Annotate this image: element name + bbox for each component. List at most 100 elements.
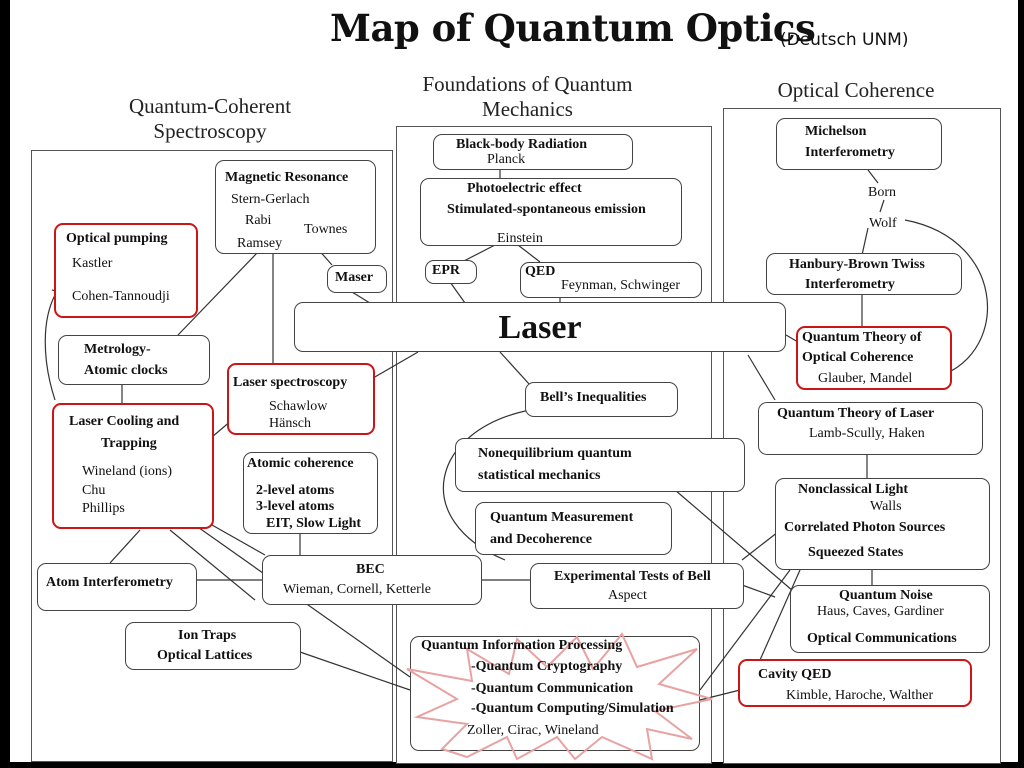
planck-label: Planck [487, 152, 526, 167]
column-heading-foundations: Foundations of Quantum Mechanics [422, 72, 633, 121]
blackbody-box: Black-body Radiation Planck [433, 134, 633, 170]
starburst-icon [406, 632, 713, 761]
qip-computing: -Quantum Computing/Simulation [471, 701, 674, 716]
nonequilibrium-line2: statistical mechanics [478, 468, 601, 483]
nonequilibrium-box: Nonequilibrium quantum statistical mecha… [455, 438, 745, 492]
quantum-measurement-line2: and Decoherence [490, 532, 592, 547]
bell-inequalities-label: Bell’s Inequalities [540, 390, 647, 405]
two-level-label: 2-level atoms [256, 483, 335, 498]
credit-label: (Deutsch UNM) [780, 30, 909, 50]
column-heading-coherence: Optical Coherence [777, 78, 935, 102]
nonequilibrium-line1: Nonequilibrium quantum [478, 446, 632, 461]
squeezed-states-label: Squeezed States [808, 545, 904, 560]
ion-traps-line2: Optical Lattices [157, 648, 253, 663]
maser-box: Maser [327, 265, 387, 293]
iontraps-qip-link [299, 651, 411, 691]
blackbody-title: Black-body Radiation [456, 137, 588, 152]
metrology-line2: Atomic clocks [84, 363, 168, 378]
qip-title: Quantum Information Processing [421, 638, 623, 653]
wolf-hbt-link [861, 227, 869, 256]
ion-traps-box: Ion Traps Optical Lattices [125, 622, 301, 670]
qtoc-names: Glauber, Mandel [818, 371, 913, 386]
rabi-label: Rabi [245, 213, 272, 228]
bell-arc [442, 409, 531, 561]
laser-cooling-box: Laser Cooling and Trapping Wineland (ion… [52, 403, 214, 529]
atom-interferometry-box: Atom Interferometry [37, 563, 197, 611]
bec-title: BEC [356, 562, 385, 577]
laser-spectroscopy-box: Laser spectroscopy Schawlow Hänsch [227, 363, 375, 435]
aspect-label: Aspect [608, 588, 647, 603]
born-wolf-link [879, 199, 885, 213]
bottom-edge-bar [0, 762, 1024, 768]
qtl-title: Quantum Theory of Laser [777, 406, 935, 421]
kastler-label: Kastler [72, 256, 113, 271]
michelson-box: Michelson Interferometry [776, 118, 942, 170]
qed-box: QED Feynman, Schwinger [520, 262, 702, 298]
bell-tests-box: Experimental Tests of Bell Aspect [530, 563, 744, 609]
belltests-noise-link [741, 584, 776, 598]
wolf-label: Wolf [869, 216, 897, 231]
atomic-coherence-box: Atomic coherence 2-level atoms 3-level a… [243, 452, 378, 534]
magnetic-resonance-title: Magnetic Resonance [225, 170, 349, 185]
ramsey-label: Ramsey [237, 236, 283, 251]
bec-box: BEC Wieman, Cornell, Ketterle [262, 555, 482, 605]
hbt-line1: Hanbury-Brown Twiss [789, 257, 925, 272]
noneq-noise-link [674, 489, 801, 598]
correlated-sources-label: Correlated Photon Sources [784, 520, 946, 535]
optical-pumping-title: Optical pumping [66, 231, 168, 246]
einstein-label: Einstein [497, 231, 543, 246]
quantum-noise-names: Haus, Caves, Gardiner [817, 604, 944, 619]
cavity-qed-box: Cavity QED Kimble, Haroche, Walther [738, 659, 972, 707]
chu-label: Chu [82, 483, 106, 498]
epr-label: EPR [432, 263, 460, 278]
michelson-line1: Michelson [805, 124, 867, 139]
laser-box: Laser [294, 302, 786, 352]
qip-names: Zoller, Cirac, Wineland [467, 723, 599, 738]
maser-label: Maser [335, 270, 374, 285]
mr-metrology-link [177, 251, 259, 336]
hbt-box: Hanbury-Brown Twiss Interferometry [766, 253, 962, 295]
metrology-line1: Metrology- [84, 342, 151, 357]
michelson-line2: Interferometry [805, 145, 895, 160]
atom-interferometry-label: Atom Interferometry [46, 575, 173, 590]
laser-cooling-line2: Trapping [101, 436, 157, 451]
hansch-label: Hänsch [269, 416, 311, 431]
michelson-born-link [867, 169, 879, 184]
photoelectric-line1: Photoelectric effect [467, 181, 582, 196]
qtl-names: Lamb-Scully, Haken [809, 426, 925, 441]
laser-spectroscopy-title: Laser spectroscopy [233, 375, 348, 390]
optpump-cooling-arc [44, 294, 56, 401]
bec-names: Wieman, Cornell, Ketterle [283, 582, 431, 597]
right-edge-bar [1018, 0, 1024, 768]
ion-traps-line1: Ion Traps [178, 628, 237, 643]
cooling-bec-link [211, 524, 266, 556]
bell-inequalities-box: Bell’s Inequalities [525, 382, 678, 417]
slide-title: Map of Quantum Optics [330, 6, 816, 50]
nonclassical-title: Nonclassical Light [798, 482, 909, 497]
three-level-label: 3-level atoms [256, 499, 335, 514]
optical-communications-label: Optical Communications [807, 631, 957, 646]
phillips-label: Phillips [82, 501, 125, 516]
quantum-measurement-line1: Quantum Measurement [490, 510, 634, 525]
qip-communication: -Quantum Communication [471, 681, 634, 696]
cohen-tannoudji-label: Cohen-Tannoudji [72, 289, 170, 304]
hbt-line2: Interferometry [805, 277, 895, 292]
cavity-qed-title: Cavity QED [758, 667, 832, 682]
photoelectric-box: Photoelectric effect Stimulated-spontane… [420, 178, 682, 246]
nonclassical-box: Nonclassical Light Walls Correlated Phot… [775, 478, 990, 570]
townes-label: Townes [304, 222, 348, 237]
metrology-box: Metrology- Atomic clocks [58, 335, 210, 385]
schawlow-label: Schawlow [269, 399, 328, 414]
epr-laser-link [449, 281, 466, 304]
qed-title: QED [525, 264, 556, 279]
left-edge-bar [0, 0, 10, 768]
qtoc-line1: Quantum Theory of [802, 330, 922, 345]
qtoc-line2: Optical Coherence [802, 350, 914, 365]
qip-cryptography: -Quantum Cryptography [471, 659, 623, 674]
optical-pumping-box: Optical pumping Kastler Cohen-Tannoudji [54, 223, 198, 318]
einstein-qed-link [517, 244, 541, 263]
cooling-atominterf-link [109, 529, 141, 564]
epr-box: EPR [425, 260, 477, 284]
laser-qtl-link [747, 354, 776, 401]
